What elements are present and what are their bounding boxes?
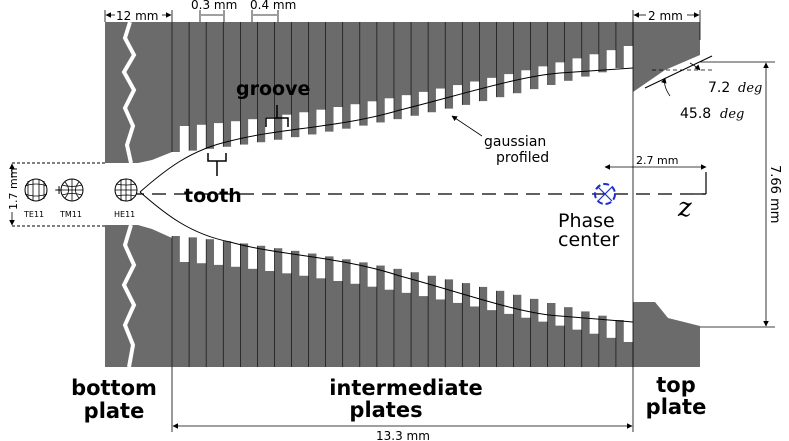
section-break-upper [121,21,137,164]
tm11-mode-icon [60,178,84,202]
bottom-plate-width-label: 12 mm [116,9,158,23]
input-waveguide [12,162,105,227]
gaussian-profile-upper [139,67,634,193]
bottom-plate-label-line2: plate [84,399,145,423]
lower-corrugations [171,236,634,367]
aperture-diameter-label: 7.66 mm [767,165,782,223]
he11-label: HE11 [114,210,135,219]
intermediate-plates [171,22,634,367]
te11-mode-icon [24,178,48,202]
intermediate-length-label: 13.3 mm [376,429,430,441]
phase-center-offset-label: 2.7 mm [636,154,678,167]
phase-center-icon [594,183,616,205]
section-break-lower [121,224,137,368]
outer-angle-value: 7.2 [708,80,730,96]
he11-mode-icon [114,178,138,202]
throat-diameter-label: 1.7 mm [7,168,20,210]
tooth-width-label: 0.3 mm [191,0,237,12]
outer-angle-unit: deg [738,81,762,96]
bottom-plate [105,21,172,368]
bottom-plate-lower [105,225,172,367]
inner-angle-value: 45.8 [680,106,711,122]
top-plate-width-label: 2 mm [648,9,683,23]
inner-angle-unit: deg [720,107,744,122]
groove-label: groove [236,78,310,100]
profile-label-line1: gaussian [484,134,546,150]
intermediate-plates-label-line1: intermediate [329,376,483,400]
upper-corrugations [171,22,634,152]
te11-label: TE11 [23,210,44,219]
bottom-plate-label-line1: bottom [71,376,157,400]
gaussian-profile-lower [139,191,634,323]
tm11-label: TM11 [59,210,82,219]
top-plate-label-line1: top [656,373,696,397]
top-plate-upper [633,22,700,92]
top-plate-lower [633,302,700,367]
tooth-label: tooth [184,185,242,207]
plus-sign: + [54,183,64,197]
profile-label-line2: profiled [496,150,549,166]
top-plate [633,22,700,367]
top-plate-label-line2: plate [646,395,707,419]
phase-center-label-line1: Phase [558,210,615,232]
phase-center-label-line2: center [558,229,619,251]
intermediate-plates-label-line2: plates [349,398,422,422]
groove-width-label: 0.4 mm [250,0,296,12]
z-axis-label: z [677,193,692,223]
bottom-plate-upper [105,22,172,163]
